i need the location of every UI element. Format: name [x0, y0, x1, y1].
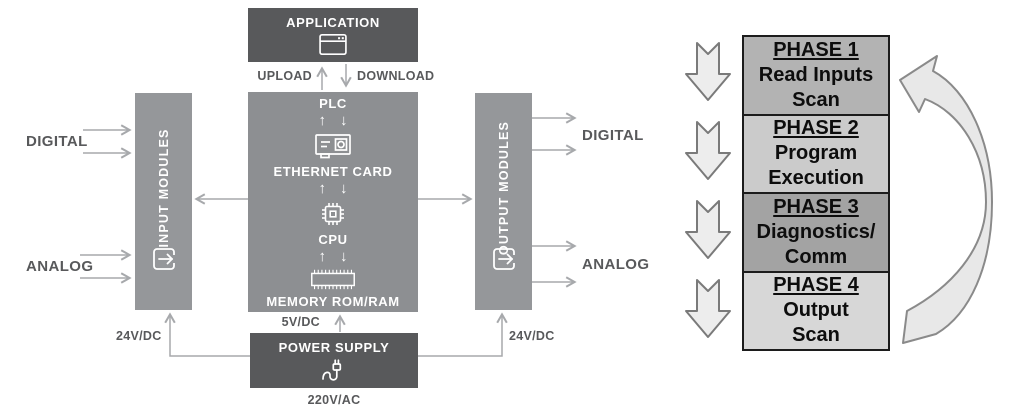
up-arrow-icon: ↑	[318, 111, 327, 129]
upload-label: UPLOAD	[257, 69, 312, 83]
output-modules-label: OUTPUT MODULES	[496, 121, 511, 256]
phase-2-line1: Program	[774, 142, 858, 165]
phase-1-line2: Scan	[792, 88, 840, 111]
cpu-chip-icon	[322, 202, 344, 225]
power-24v-left-path	[164, 312, 250, 357]
download-label: DOWNLOAD	[357, 69, 435, 83]
phase-3-box: PHASE 3 Diagnostics/ Comm	[744, 194, 888, 273]
flow-down-arrow-1	[685, 42, 731, 101]
flow-down-arrow-4	[685, 279, 731, 338]
phase-4-title: PHASE 4	[773, 274, 859, 297]
input-modules-box: INPUT MODULES	[135, 93, 192, 310]
power-supply-box: POWER SUPPLY	[250, 333, 418, 388]
input-modules-icon	[153, 248, 176, 270]
memory-chip-icon	[311, 269, 355, 289]
up-arrow-icon: ↑	[318, 179, 327, 197]
plc-label: PLC	[319, 95, 347, 111]
power-24v-left-label: 24V/DC	[116, 329, 162, 343]
power-plug-icon	[322, 358, 342, 381]
plc-box: PLC ↑↓ ETHERNET CARD ↑↓ CPU	[248, 92, 418, 312]
digital-output-label: DIGITAL	[582, 127, 644, 144]
application-label: APPLICATION	[286, 14, 380, 30]
output-modules-box: OUTPUT MODULES	[475, 93, 532, 310]
power-supply-label: POWER SUPPLY	[278, 339, 390, 355]
memory-label: MEMORY ROM/RAM	[266, 293, 400, 309]
power-220v-label: 220V/AC	[307, 393, 361, 407]
down-arrow-icon: ↓	[340, 111, 348, 129]
application-box: APPLICATION	[248, 8, 418, 62]
phase-2-line2: Execution	[768, 167, 864, 190]
down-arrow-icon: ↓	[340, 179, 348, 197]
power-5v-label: 5V/DC	[281, 315, 320, 329]
power-24v-right-label: 24V/DC	[509, 329, 555, 343]
phase-1-line1: Read Inputs	[758, 63, 874, 86]
ethernet-cpu-arrows: ↑↓	[318, 179, 348, 197]
phase-3-line1: Diagnostics/	[756, 220, 876, 243]
analog-input-label: ANALOG	[26, 258, 94, 275]
phase-2-title: PHASE 2	[773, 117, 859, 140]
phase-1-title: PHASE 1	[773, 38, 859, 61]
ethernet-card-icon	[315, 133, 351, 158]
plc-ethernet-arrows: ↑↓	[318, 111, 348, 129]
cpu-label: CPU	[318, 231, 348, 247]
flow-down-arrow-3	[685, 200, 731, 259]
loop-back-arrow	[899, 55, 993, 344]
ethernet-card-label: ETHERNET CARD	[273, 163, 393, 179]
phase-4-line2: Scan	[792, 324, 840, 347]
down-arrow-icon: ↓	[340, 247, 348, 265]
phase-1-box: PHASE 1 Read Inputs Scan	[744, 37, 888, 116]
power-24v-right-path	[418, 312, 508, 357]
phase-4-box: PHASE 4 Output Scan	[744, 272, 888, 349]
output-modules-icon	[493, 248, 516, 270]
phase-4-line1: Output	[783, 299, 849, 322]
cpu-memory-arrows: ↑↓	[318, 247, 348, 265]
input-modules-label: INPUT MODULES	[156, 128, 171, 249]
digital-input-label: DIGITAL	[26, 133, 88, 150]
application-window-icon	[319, 33, 347, 55]
analog-output-label: ANALOG	[582, 256, 650, 273]
phase-2-box: PHASE 2 Program Execution	[744, 115, 888, 194]
phase-3-title: PHASE 3	[773, 195, 859, 218]
up-arrow-icon: ↑	[318, 247, 327, 265]
phase-3-line2: Comm	[784, 245, 848, 268]
scan-cycle-phase-stack: PHASE 1 Read Inputs Scan PHASE 2 Program…	[742, 35, 890, 351]
flow-down-arrow-2	[685, 121, 731, 180]
